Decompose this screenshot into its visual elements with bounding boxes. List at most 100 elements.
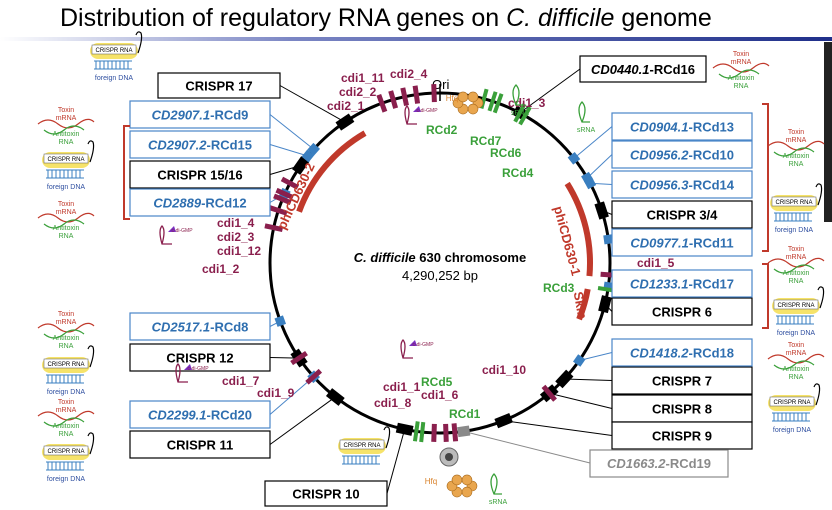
chromosome-size: 4,290,252 bp xyxy=(402,268,478,283)
rcd-gene-name: CD1233.1 xyxy=(630,277,689,292)
hfq-text: Hfq xyxy=(425,477,437,486)
rcd-leader-line xyxy=(573,126,613,159)
cdi-riboswitch-icon xyxy=(175,363,188,383)
rcd-locus-block xyxy=(567,152,581,165)
rcd19-suffix: -RCd19 xyxy=(666,456,712,471)
toxin-text: Toxin xyxy=(788,129,804,136)
hfq-subunit-icon xyxy=(461,474,473,486)
rcd-leader-line xyxy=(269,144,309,157)
crispr-rna-text: CRISPR RNA xyxy=(343,443,380,449)
riboswitch-locus-mark xyxy=(273,193,292,206)
crispr-rna-box xyxy=(43,153,89,164)
prophage-arc-skin xyxy=(576,288,591,321)
rcd-label: CD1418.2-RCd18 xyxy=(630,346,734,361)
srna-label: RCd6 xyxy=(490,146,522,160)
rcd19-leader-line xyxy=(463,430,591,464)
rcd-label-box xyxy=(611,228,753,257)
crispr-locus-block xyxy=(325,388,345,406)
rcd-locus-block xyxy=(572,354,586,367)
rcd-locus-block xyxy=(603,234,614,245)
crispr-leader-line xyxy=(279,85,346,123)
crispr-label-box xyxy=(611,297,753,326)
srna-label: RCd5 xyxy=(421,375,453,389)
rcd-suffix: -RCd11 xyxy=(689,236,734,251)
rcd-gene-name: CD2299.1 xyxy=(148,408,207,423)
c-di-gmp-text: c-di-GMP xyxy=(412,342,434,348)
toxin-text: Toxin xyxy=(788,246,804,253)
group-bracket xyxy=(762,263,769,329)
crispr-rna-hairpin-icon xyxy=(87,432,95,455)
rcd-locus-block xyxy=(584,177,597,190)
antitoxin-wave-icon xyxy=(43,329,85,339)
riboswitch-label: cdi1_10 xyxy=(482,363,526,377)
crispr-rna-box xyxy=(43,445,89,456)
riboswitch-locus-mark xyxy=(388,90,399,109)
riboswitch-label: cdi1_12 xyxy=(217,244,261,258)
srna-hairpin-icon xyxy=(578,101,590,123)
edge-strip xyxy=(824,42,832,222)
rcd16-label: CD0440.1-RCd16 xyxy=(591,62,695,77)
antitoxin-wave-icon xyxy=(43,219,85,229)
rcd-gene-name: CD1418.2 xyxy=(630,346,689,361)
foreign-dna-text: foreign DNA xyxy=(773,427,811,434)
prophage-label: phiCD630-1 xyxy=(551,204,584,277)
antitoxin-text: Antitoxin xyxy=(728,75,755,82)
page-title: Distribution of regulatory RNA genes on … xyxy=(60,4,712,32)
rcd-locus-block xyxy=(301,149,315,163)
title-underline-bar xyxy=(0,37,832,41)
rcd-gene-name: CD0904.1 xyxy=(630,120,689,135)
rcd19-gene-name: CD1663.2 xyxy=(607,456,666,471)
rcd-suffix: -RCd10 xyxy=(689,148,735,163)
crispr-rna-hairpin-icon xyxy=(87,140,95,163)
crispr-label-box xyxy=(611,200,753,229)
crispr-rna-box xyxy=(339,439,385,450)
srna-locus-mark xyxy=(487,91,498,112)
cell-core-icon xyxy=(445,453,453,461)
riboswitch-label: cdi1_5 xyxy=(637,256,675,270)
chromosome-title: C. difficile 630 chromosome xyxy=(354,250,526,265)
srna-label: RCd4 xyxy=(502,166,534,180)
rcd-label-box xyxy=(129,100,271,129)
cdi-riboswitch-icon xyxy=(159,225,172,245)
riboswitch-label: cdi2_2 xyxy=(339,85,377,99)
rcd-leader-line xyxy=(269,114,314,150)
crispr-rna-text: CRISPR RNA xyxy=(47,449,84,455)
crispr-label: CRISPR 17 xyxy=(185,79,252,94)
rna-text: RNA xyxy=(59,431,74,438)
srna-hairpin-icon xyxy=(512,84,524,106)
crispr-locus-block xyxy=(494,412,513,429)
toxin-text: Toxin xyxy=(58,107,74,114)
riboswitch-locus-mark xyxy=(443,423,449,442)
srna-text: sRNA xyxy=(489,499,508,506)
riboswitch-locus-mark xyxy=(280,176,300,190)
antitoxin-wave-icon xyxy=(773,264,815,274)
mrna-text: mRNA xyxy=(731,59,752,66)
crispr-rna-hairpin-icon xyxy=(817,286,825,309)
riboswitch-locus-mark xyxy=(290,350,308,366)
rcd16-suffix: -RCd16 xyxy=(650,62,696,77)
crispr-label: CRISPR 15/16 xyxy=(157,168,242,183)
rcd-gene-name: CD0977.1 xyxy=(630,236,689,251)
antitoxin-text: Antitoxin xyxy=(53,131,80,138)
rcd-label: CD2907.1-RCd9 xyxy=(152,108,249,123)
crispr-rna-box xyxy=(769,396,815,407)
crispr-leader-line xyxy=(549,392,613,409)
riboswitch-locus-mark xyxy=(268,205,288,216)
rcd-label: CD2889-RCd12 xyxy=(153,196,246,211)
rcd16-label-box xyxy=(579,55,707,83)
rcd-suffix: -RCd12 xyxy=(201,196,247,211)
riboswitch-locus-mark xyxy=(451,423,459,442)
rcd-label-box xyxy=(611,269,753,298)
rcd-leader-line xyxy=(586,154,613,179)
riboswitch-locus-mark xyxy=(431,84,437,103)
foreign-dna-text: foreign DNA xyxy=(95,75,133,82)
riboswitch-label: cdi1_2 xyxy=(202,262,240,276)
c-di-gmp-text: c-di-GMP xyxy=(171,228,193,234)
srna-label: RCd2 xyxy=(426,123,458,137)
crispr-label-box xyxy=(129,430,271,459)
riboswitch-locus-mark xyxy=(431,423,437,442)
antitoxin-text: Antitoxin xyxy=(53,335,80,342)
crispr-rna-hairpin-icon xyxy=(135,31,143,54)
srna-locus-mark xyxy=(518,106,532,126)
